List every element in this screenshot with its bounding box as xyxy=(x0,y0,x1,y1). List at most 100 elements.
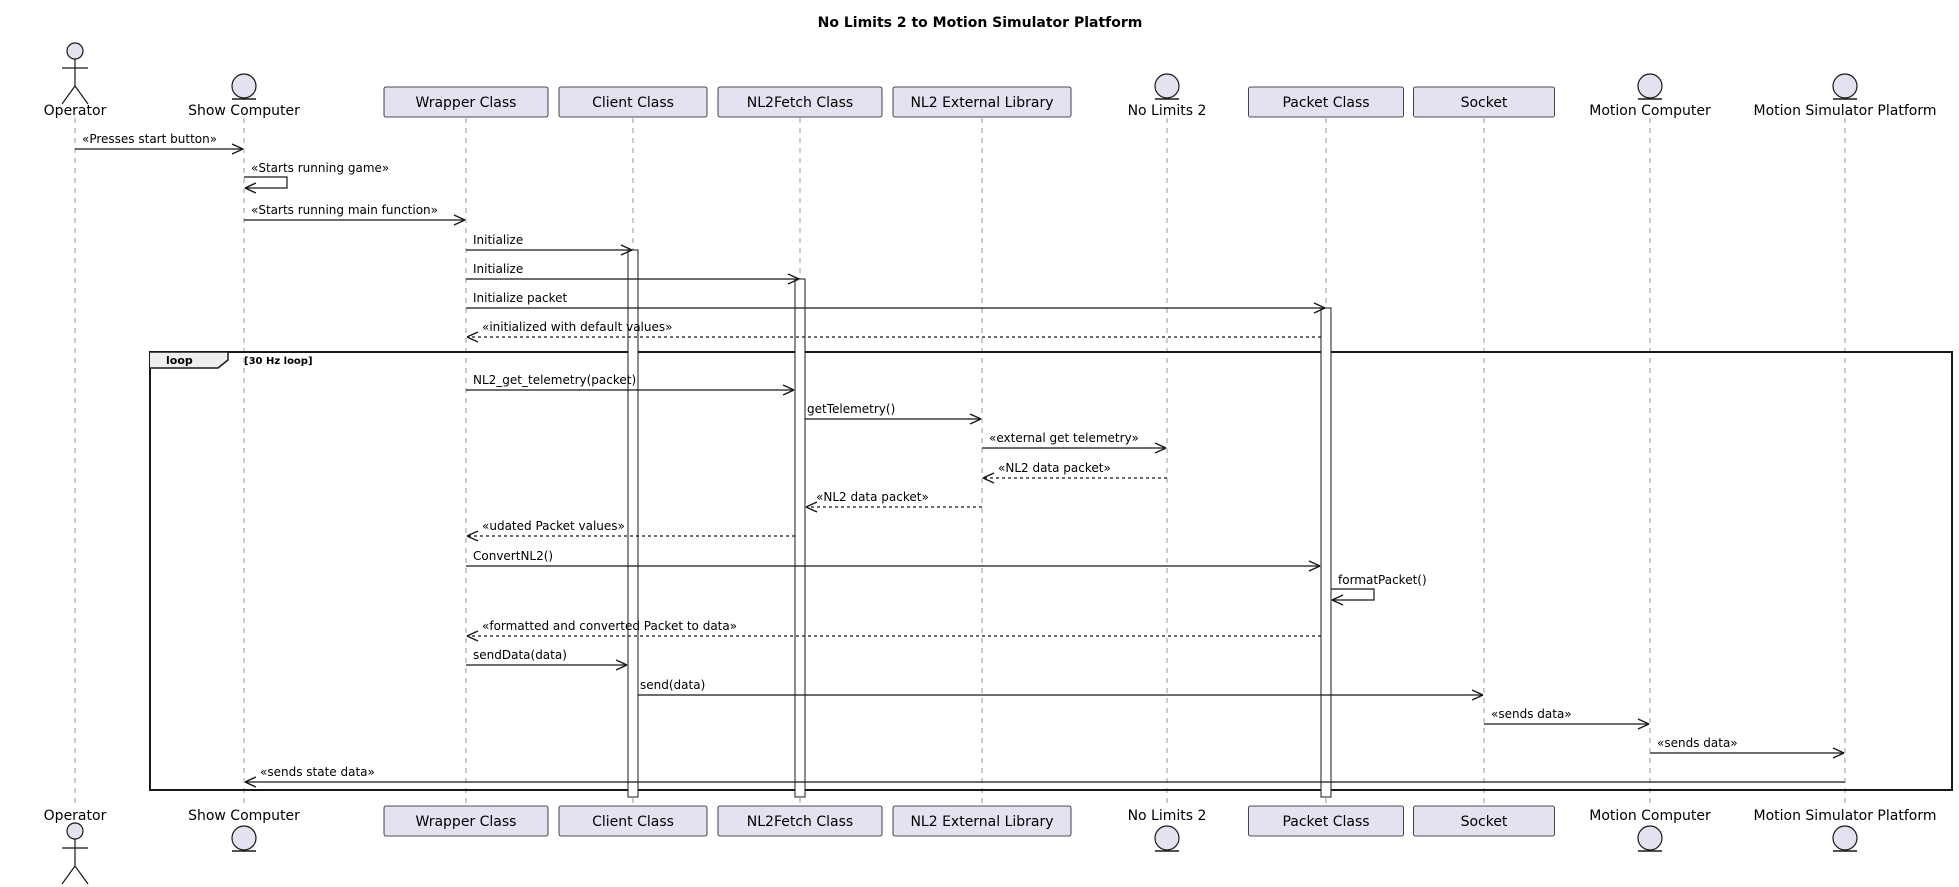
message-arrowhead xyxy=(1154,442,1167,454)
message-arrowhead xyxy=(620,244,633,256)
entity-circle xyxy=(1637,73,1663,99)
message-4: Initialize xyxy=(466,233,633,256)
activation-bars xyxy=(627,249,1332,798)
loop-frame: loop[30 Hz loop] xyxy=(149,351,1953,791)
participant-box xyxy=(717,805,883,837)
participant-box xyxy=(383,805,549,837)
participant-label: NL2 External Library xyxy=(910,814,1053,830)
participant-socket-bottom: Socket xyxy=(1413,805,1555,837)
entity-circle xyxy=(1154,825,1180,851)
participant-socket-top: Socket xyxy=(1413,86,1555,118)
message-arrowhead xyxy=(805,501,818,513)
participant-label: Client Class xyxy=(592,814,674,830)
message-8: NL2_get_telemetry(packet) xyxy=(466,373,795,396)
participant-box xyxy=(892,805,1072,837)
participant-box xyxy=(558,86,708,118)
message-arrowhead xyxy=(782,384,795,396)
message-label: ConvertNL2() xyxy=(473,549,553,563)
message-arrowhead xyxy=(1331,594,1344,606)
message-label: sendData(data) xyxy=(473,648,567,662)
participant-label: No Limits 2 xyxy=(1128,103,1207,119)
message-9: getTelemetry() xyxy=(805,402,982,425)
lifelines xyxy=(74,118,1846,803)
message-arrowhead xyxy=(244,182,257,194)
participant-packet-top: Packet Class xyxy=(1248,86,1404,118)
participant-label: Operator xyxy=(44,808,107,824)
message-label: «sends data» xyxy=(1657,736,1738,750)
participant-show-top: Show Computer xyxy=(188,73,300,119)
message-arrowhead xyxy=(787,273,800,285)
message-label: getTelemetry() xyxy=(807,402,895,416)
message-5: Initialize xyxy=(466,262,800,285)
message-label: «external get telemetry» xyxy=(989,431,1139,445)
participant-nl2lib-top: NL2 External Library xyxy=(892,86,1072,118)
participant-label: Motion Simulator Platform xyxy=(1754,808,1937,824)
participant-label: Client Class xyxy=(592,95,674,111)
participant-box xyxy=(1248,86,1404,118)
message-12: «NL2 data packet» xyxy=(805,490,982,513)
participant-label: NL2 External Library xyxy=(910,95,1053,111)
participant-platform-bottom: Motion Simulator Platform xyxy=(1754,808,1937,852)
participant-box xyxy=(1413,805,1555,837)
message-label: Initialize packet xyxy=(473,291,568,305)
message-14: ConvertNL2() xyxy=(466,549,1321,572)
loop-frame-border xyxy=(149,351,1953,791)
message-21: «sends state data» xyxy=(244,765,1845,788)
message-arrowhead xyxy=(466,630,479,642)
message-arrowhead xyxy=(1308,560,1321,572)
participant-label: No Limits 2 xyxy=(1128,808,1207,824)
participant-show-bottom: Show Computer xyxy=(188,808,300,852)
participant-motion-bottom: Motion Computer xyxy=(1589,808,1711,852)
message-line xyxy=(244,176,288,189)
message-line xyxy=(1331,588,1375,601)
loop-frame-label: loop xyxy=(166,354,193,367)
participant-label: Wrapper Class xyxy=(416,814,517,830)
participant-label: NL2Fetch Class xyxy=(747,814,853,830)
participant-label: Packet Class xyxy=(1282,95,1369,111)
participant-label: Show Computer xyxy=(188,808,300,824)
message-arrowhead xyxy=(1471,689,1484,701)
message-label: «sends state data» xyxy=(260,765,375,779)
message-1: «Presses start button» xyxy=(75,132,244,155)
message-arrowhead xyxy=(1313,302,1326,314)
message-arrowhead xyxy=(244,776,257,788)
message-arrowhead xyxy=(1637,718,1650,730)
participant-box xyxy=(717,86,883,118)
message-label: «Starts running main function» xyxy=(251,203,438,217)
message-label: Initialize xyxy=(473,233,523,247)
message-arrowhead xyxy=(231,143,244,155)
message-11: «NL2 data packet» xyxy=(982,461,1167,484)
participant-label: Show Computer xyxy=(188,103,300,119)
message-16: «formatted and converted Packet to data» xyxy=(466,619,1321,642)
message-label: «udated Packet values» xyxy=(482,519,625,533)
message-arrowhead xyxy=(615,659,628,671)
message-17: sendData(data) xyxy=(466,648,628,671)
participant-label: Operator xyxy=(44,103,107,119)
message-label: formatPacket() xyxy=(1338,573,1427,587)
actor-body xyxy=(61,59,89,105)
message-6: Initialize packet xyxy=(466,291,1326,314)
actor-head xyxy=(66,42,84,60)
participant-wrapper-bottom: Wrapper Class xyxy=(383,805,549,837)
participant-box xyxy=(558,805,708,837)
loop-frame-tab xyxy=(150,351,229,369)
entity-circle xyxy=(1832,825,1858,851)
message-10: «external get telemetry» xyxy=(982,431,1167,454)
entity-circle xyxy=(1154,73,1180,99)
message-arrowhead xyxy=(982,472,995,484)
actor-body xyxy=(61,839,89,885)
message-arrowhead xyxy=(466,331,479,343)
participant-label: Packet Class xyxy=(1282,814,1369,830)
entity-circle xyxy=(231,825,257,851)
participant-client-bottom: Client Class xyxy=(558,805,708,837)
participant-nl2lib-bottom: NL2 External Library xyxy=(892,805,1072,837)
participant-box xyxy=(1248,805,1404,837)
participant-client-top: Client Class xyxy=(558,86,708,118)
participant-operator-bottom: Operator xyxy=(44,808,107,885)
message-label: «Presses start button» xyxy=(82,132,217,146)
message-label: «Starts running game» xyxy=(251,161,389,175)
participant-box xyxy=(383,86,549,118)
message-label: NL2_get_telemetry(packet) xyxy=(473,373,636,387)
